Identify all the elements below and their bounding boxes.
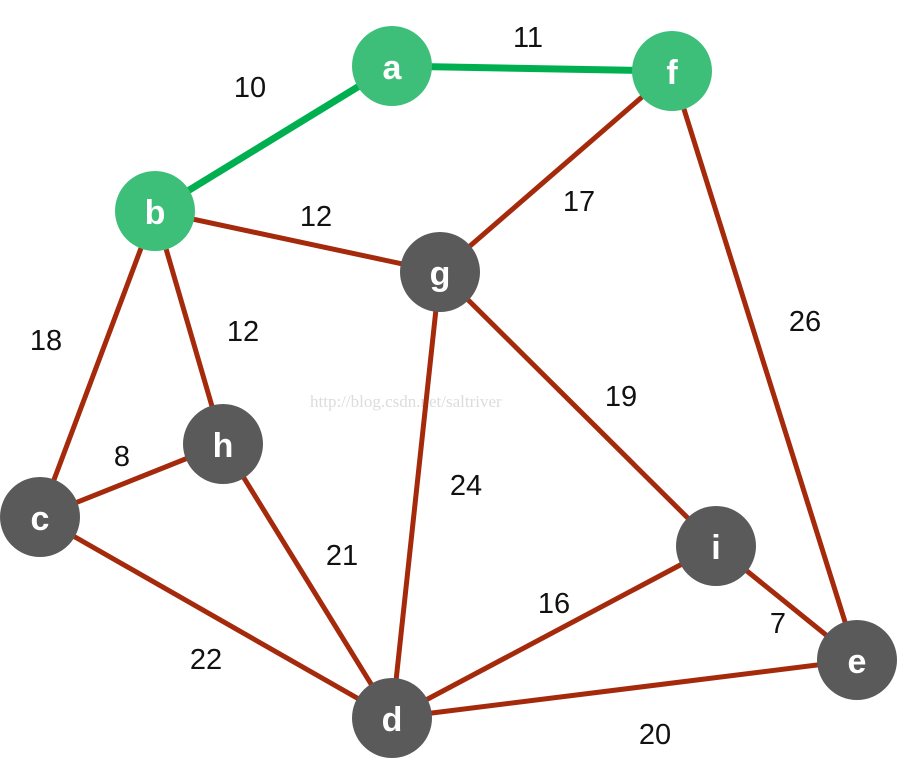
nodes-layer: a f b g h c i d e (0, 26, 897, 758)
node-e: e (817, 620, 897, 700)
node-circle-h (183, 404, 263, 484)
edge-weight-g-i: 19 (605, 381, 637, 413)
edge-weight-b-g: 12 (300, 201, 332, 233)
node-circle-d (352, 678, 432, 758)
node-i: i (676, 506, 756, 586)
node-a: a (352, 26, 432, 106)
edge-i-d (390, 543, 718, 721)
edge-d-e (391, 657, 858, 721)
node-label-i: i (711, 529, 720, 567)
edge-b-g (154, 208, 441, 275)
edge-g-i (438, 270, 718, 548)
edge-weight-b-a: 10 (234, 72, 266, 104)
edge-labels-layer: 10 11 12 17 12 18 26 19 8 24 21 16 7 22 20 (30, 22, 821, 751)
node-label-a: a (383, 49, 403, 87)
edge-weight-i-e: 7 (770, 608, 786, 640)
edge-weight-f-e: 26 (789, 306, 821, 338)
edge-f-g (438, 69, 674, 274)
edge-a-f (391, 62, 673, 75)
node-h: h (183, 404, 263, 484)
node-d: d (352, 678, 432, 758)
node-label-b: b (145, 194, 166, 232)
edge-weight-g-d: 24 (450, 470, 482, 502)
node-circle-a (352, 26, 432, 106)
node-circle-c (0, 477, 80, 557)
node-g: g (400, 232, 480, 312)
node-f: f (632, 31, 712, 111)
edge-h-d (220, 442, 395, 720)
edge-b-h (152, 210, 226, 445)
node-circle-f (632, 31, 712, 111)
edge-c-d (38, 514, 394, 721)
edge-b-a (153, 63, 394, 214)
node-c: c (0, 477, 80, 557)
edge-weight-i-d: 16 (538, 588, 570, 620)
edge-weight-c-d: 22 (190, 644, 222, 676)
node-label-h: h (213, 427, 234, 465)
edge-weight-a-f: 11 (513, 22, 543, 54)
node-label-f: f (666, 54, 678, 92)
edge-weight-h-d: 21 (326, 540, 358, 572)
watermark-text: http://blog.csdn.net/saltriver (310, 392, 502, 411)
edge-weight-b-h: 12 (227, 316, 259, 348)
edge-f-e (669, 70, 860, 661)
edge-b-c (37, 210, 158, 518)
node-label-d: d (382, 701, 403, 739)
edge-weight-b-c: 18 (30, 325, 62, 357)
node-circle-g (400, 232, 480, 312)
edge-weight-c-h: 8 (114, 441, 130, 473)
node-label-e: e (848, 643, 867, 681)
node-circle-i (676, 506, 756, 586)
edge-g-d (389, 271, 443, 719)
node-label-g: g (430, 255, 451, 293)
node-circle-e (817, 620, 897, 700)
node-label-c: c (31, 500, 50, 538)
edge-weight-d-e: 20 (639, 719, 671, 751)
node-circle-b (115, 171, 195, 251)
edge-weight-f-g: 17 (563, 186, 595, 218)
node-b: b (115, 171, 195, 251)
